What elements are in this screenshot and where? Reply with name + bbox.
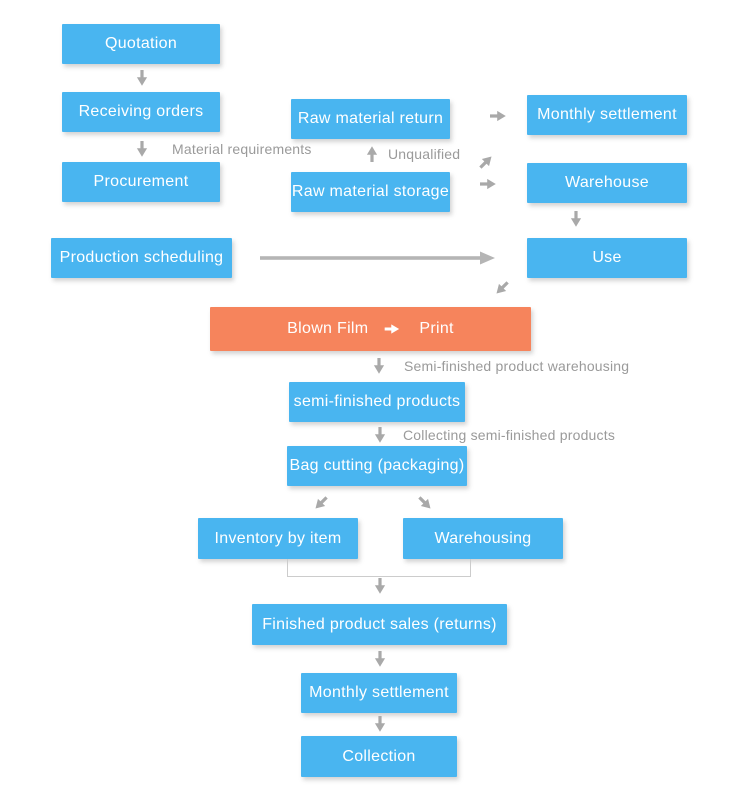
node-inventory-by-item: Inventory by item	[198, 518, 358, 559]
edge-label-collecting-semi-finished: Collecting semi-finished products	[403, 427, 616, 443]
arrow-down-icon	[372, 716, 388, 732]
node-raw-material-storage: Raw material storage	[291, 172, 450, 212]
arrow-down-right-icon	[414, 492, 437, 515]
arrow-up-right-icon	[475, 151, 498, 174]
node-use: Use	[527, 238, 687, 278]
node-receiving-orders: Receiving orders	[62, 92, 220, 132]
edge-label-semi-finished-warehousing: Semi-finished product warehousing	[404, 358, 630, 374]
arrow-down-icon	[372, 578, 388, 594]
node-raw-material-return: Raw material return	[291, 99, 450, 139]
node-quotation: Quotation	[62, 24, 220, 64]
node-warehouse: Warehouse	[527, 163, 687, 203]
arrow-down-icon	[134, 141, 150, 157]
connector-line	[470, 559, 471, 577]
connector-line	[287, 576, 471, 577]
node-procurement: Procurement	[62, 162, 220, 202]
node-warehousing: Warehousing	[403, 518, 563, 559]
long-arrow-right-icon	[260, 250, 496, 266]
arrow-right-icon	[384, 321, 400, 338]
connector-line	[287, 559, 288, 577]
node-production-scheduling: Production scheduling	[51, 238, 232, 278]
arrow-down-icon	[371, 358, 387, 374]
arrow-down-icon	[372, 427, 388, 443]
edge-label-unqualified: Unqualified	[388, 146, 461, 162]
arrow-down-icon	[568, 211, 584, 227]
print-label: Print	[419, 320, 454, 337]
node-monthly-settlement-bottom: Monthly settlement	[301, 673, 457, 713]
node-bag-cutting: Bag cutting (packaging)	[287, 446, 467, 486]
node-finished-product-sales: Finished product sales (returns)	[252, 604, 507, 645]
arrow-down-icon	[372, 651, 388, 667]
arrow-down-left-icon	[310, 492, 333, 515]
node-monthly-settlement-top: Monthly settlement	[527, 95, 687, 135]
blown-film-label: Blown Film	[287, 320, 369, 337]
arrow-right-icon	[490, 108, 506, 124]
node-collection: Collection	[301, 736, 457, 777]
edge-label-material-requirements: Material requirements	[172, 141, 312, 157]
arrow-up-icon	[364, 146, 380, 162]
arrow-down-icon	[134, 70, 150, 86]
node-blown-film-print: Blown Film Print	[210, 307, 531, 351]
arrow-right-icon	[480, 176, 496, 192]
arrow-down-left-icon	[491, 277, 514, 300]
node-semi-finished-products: semi-finished products	[289, 382, 465, 422]
